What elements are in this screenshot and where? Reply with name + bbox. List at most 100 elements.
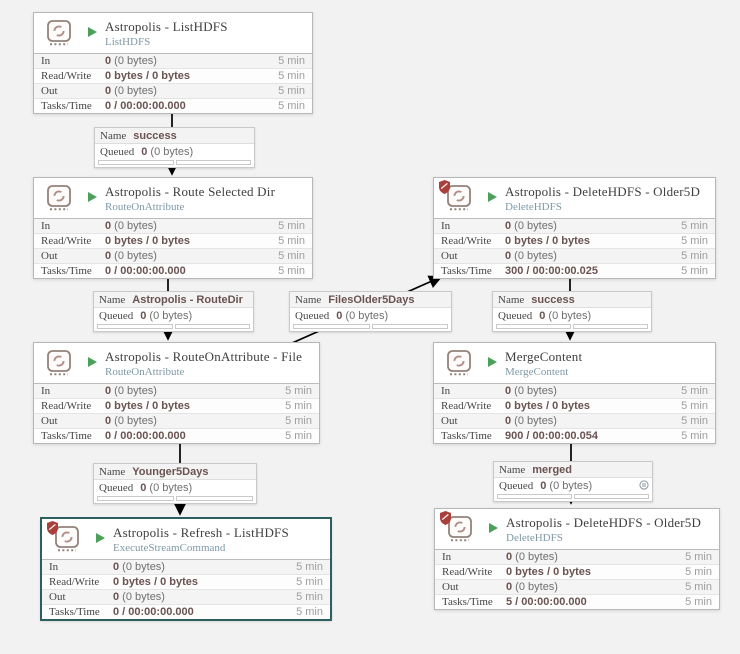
processor-stats: In 0 (0 bytes) 5 min Read/Write 0 bytes … bbox=[434, 383, 715, 443]
processor-stats: In 0 (0 bytes) 5 min Read/Write 0 bytes … bbox=[34, 383, 319, 443]
processor-type: DeleteHDFS bbox=[505, 201, 562, 213]
stat-time-window: 5 min bbox=[681, 220, 708, 232]
connection-label[interactable]: Name Astropolis - RouteDir Queued 0 (0 b… bbox=[93, 291, 254, 332]
processor-title: Astropolis - RouteOnAttribute - File bbox=[105, 349, 303, 364]
queue-bar-segment bbox=[574, 494, 649, 499]
stat-value: 0 bytes / 0 bytes bbox=[505, 235, 590, 247]
restricted-shield-icon bbox=[440, 511, 451, 530]
connection-name-key: Name bbox=[99, 465, 126, 478]
processor-node[interactable]: Astropolis - Route Selected Dir RouteOnA… bbox=[33, 177, 313, 279]
stat-time-window: 5 min bbox=[285, 415, 312, 427]
stat-value: 0 (0 bytes) bbox=[506, 551, 558, 563]
connection-label[interactable]: Name FilesOlder5Days Queued 0 (0 bytes) bbox=[289, 291, 452, 332]
processor-node[interactable]: Astropolis - RouteOnAttribute - File Rou… bbox=[33, 342, 320, 444]
stat-time-window: 5 min bbox=[285, 400, 312, 412]
queue-bar-segment bbox=[176, 496, 253, 501]
processor-title: Astropolis - Route Selected Dir bbox=[105, 184, 276, 199]
stat-row: In 0 (0 bytes) 5 min bbox=[34, 219, 312, 233]
stat-row: Read/Write 0 bytes / 0 bytes 5 min bbox=[34, 68, 312, 83]
stat-time-window: 5 min bbox=[278, 100, 305, 112]
processor-icon bbox=[446, 515, 474, 548]
stat-value: 900 / 00:00:00.054 bbox=[505, 430, 598, 442]
stat-row: Read/Write 0 bytes / 0 bytes 5 min bbox=[435, 564, 719, 579]
stat-row: Out 0 (0 bytes) 5 min bbox=[42, 589, 330, 604]
connection-label[interactable]: Name success Queued 0 (0 bytes) bbox=[492, 291, 652, 332]
connection-queued-value: 0 (0 bytes) bbox=[141, 145, 194, 158]
stat-value: 0 (0 bytes) bbox=[505, 415, 557, 427]
stat-row: Tasks/Time 0 / 00:00:00.000 5 min bbox=[34, 98, 312, 113]
stat-time-window: 5 min bbox=[681, 430, 708, 442]
stat-value: 0 bytes / 0 bytes bbox=[105, 235, 190, 247]
stat-value: 0 / 00:00:00.000 bbox=[105, 100, 186, 112]
processor-stats: In 0 (0 bytes) 5 min Read/Write 0 bytes … bbox=[42, 559, 330, 619]
stat-label: Out bbox=[41, 415, 58, 427]
connection-label[interactable]: Name merged Queued 0 (0 bytes) bbox=[493, 461, 653, 502]
connection-queued-key: Queued bbox=[499, 479, 534, 492]
stat-label: Out bbox=[41, 85, 58, 97]
queue-bar-segment bbox=[98, 160, 174, 165]
connection-name-row: Name Younger5Days bbox=[94, 464, 256, 480]
stat-time-window: 5 min bbox=[685, 566, 712, 578]
connection-queued-value: 0 (0 bytes) bbox=[140, 309, 193, 322]
stat-time-window: 5 min bbox=[296, 576, 323, 588]
connection-label[interactable]: Name success Queued 0 (0 bytes) bbox=[94, 127, 255, 168]
processor-node[interactable]: Astropolis - Refresh - ListHDFS ExecuteS… bbox=[41, 518, 331, 620]
restricted-shield-icon bbox=[47, 521, 58, 540]
processor-type: ExecuteStreamCommand bbox=[113, 542, 226, 554]
stat-row: Out 0 (0 bytes) 5 min bbox=[434, 413, 715, 428]
processor-title: Astropolis - Refresh - ListHDFS bbox=[113, 525, 289, 540]
stat-label: Out bbox=[441, 415, 458, 427]
stat-row: Tasks/Time 300 / 00:00:00.025 5 min bbox=[434, 263, 715, 278]
processor-icon bbox=[45, 184, 73, 217]
connection-name-key: Name bbox=[499, 463, 526, 476]
queue-progress-bar bbox=[494, 493, 652, 501]
connection-queued-key: Queued bbox=[498, 309, 533, 322]
run-status-icon bbox=[488, 192, 497, 202]
connection-name-value: Astropolis - RouteDir bbox=[132, 293, 243, 306]
stat-label: In bbox=[442, 551, 452, 563]
run-status-icon bbox=[96, 533, 105, 543]
stat-row: In 0 (0 bytes) 5 min bbox=[435, 550, 719, 564]
connection-queued-value: 0 (0 bytes) bbox=[336, 309, 389, 322]
stat-value: 0 (0 bytes) bbox=[505, 220, 557, 232]
processor-node[interactable]: Astropolis - DeleteHDFS - Older5D Delete… bbox=[433, 177, 716, 279]
queue-bar-segment bbox=[371, 324, 448, 329]
connection-queued-row: Queued 0 (0 bytes) bbox=[95, 144, 254, 159]
processor-node[interactable]: Astropolis - ListHDFS ListHDFS In 0 (0 b… bbox=[33, 12, 313, 114]
stat-label: Tasks/Time bbox=[41, 265, 92, 277]
stat-time-window: 5 min bbox=[296, 591, 323, 603]
stat-label: Tasks/Time bbox=[441, 265, 492, 277]
connection-name-row: Name success bbox=[95, 128, 254, 144]
stat-row: Tasks/Time 900 / 00:00:00.054 5 min bbox=[434, 428, 715, 443]
stat-label: In bbox=[441, 220, 451, 232]
stat-row: In 0 (0 bytes) 5 min bbox=[434, 219, 715, 233]
connection-name-key: Name bbox=[99, 293, 126, 306]
connection-name-row: Name FilesOlder5Days bbox=[290, 292, 451, 308]
stat-value: 0 (0 bytes) bbox=[105, 55, 157, 67]
connection-name-value: success bbox=[133, 129, 177, 142]
stat-label: Tasks/Time bbox=[41, 430, 92, 442]
stat-value: 0 / 00:00:00.000 bbox=[113, 606, 194, 618]
stat-label: In bbox=[41, 220, 51, 232]
processor-node[interactable]: MergeContent MergeContent In 0 (0 bytes)… bbox=[433, 342, 716, 444]
processor-type: DeleteHDFS bbox=[506, 532, 563, 544]
stat-time-window: 5 min bbox=[278, 220, 305, 232]
queue-bar-segment bbox=[97, 324, 173, 329]
stat-row: Out 0 (0 bytes) 5 min bbox=[435, 579, 719, 594]
stat-value: 0 (0 bytes) bbox=[105, 385, 157, 397]
processor-node[interactable]: Astropolis - DeleteHDFS - Older5D Delete… bbox=[434, 508, 720, 610]
connection-queued-key: Queued bbox=[295, 309, 330, 322]
stat-value: 0 bytes / 0 bytes bbox=[113, 576, 198, 588]
stat-label: Out bbox=[41, 250, 58, 262]
stat-time-window: 5 min bbox=[681, 265, 708, 277]
stat-time-window: 5 min bbox=[685, 581, 712, 593]
processor-icon bbox=[445, 184, 473, 217]
load-balance-icon bbox=[639, 480, 649, 490]
connection-name-row: Name Astropolis - RouteDir bbox=[94, 292, 253, 308]
processor-icon bbox=[45, 19, 73, 52]
connection-label[interactable]: Name Younger5Days Queued 0 (0 bytes) bbox=[93, 463, 257, 504]
connection-queued-row: Queued 0 (0 bytes) bbox=[494, 478, 652, 493]
stat-row: Out 0 (0 bytes) 5 min bbox=[34, 83, 312, 98]
stat-value: 0 (0 bytes) bbox=[105, 415, 157, 427]
